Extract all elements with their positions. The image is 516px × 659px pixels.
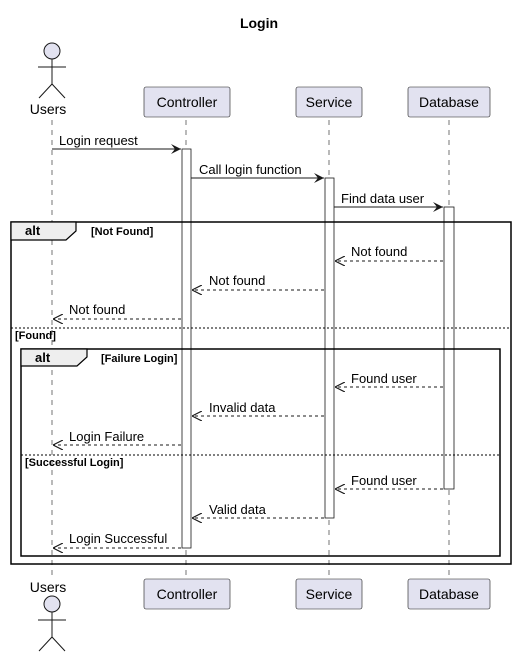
message-label: Invalid data [209,400,276,415]
message-label: Login request [59,133,138,148]
participants-bottom: Users Controller Service Database [30,578,491,652]
participant-box-database [407,578,491,610]
alt-guard-not-found: [Not Found] [91,226,154,238]
participant-label-users: Users [30,579,67,595]
actor-head-icon [43,42,61,60]
participant-box-service [295,578,363,610]
message-label: Valid data [209,502,267,517]
diagram-title: Login [240,15,278,31]
activation-service [324,177,335,519]
actor-head-icon [43,595,61,613]
alt-fragment-inner: alt [Failure Login] [Successful Login] [20,348,501,557]
alt-keyword-inner: alt [35,350,51,365]
message-label: Found user [351,473,417,488]
activation-database [443,206,455,490]
participant-box-controller [143,578,231,610]
participant-label-database: Database [419,94,479,110]
participant-box-service [295,86,363,118]
message-label: Login Successful [69,531,167,546]
message-label: Not found [351,244,407,259]
message-label: Login Failure [69,429,144,444]
participant-box-controller [143,86,231,118]
alt-guard-successful-login: [Successful Login] [25,457,124,469]
actor-users-bottom [38,595,66,652]
message-label: Not found [209,273,265,288]
alt-fragment-outer: alt [Not Found] [Found] [10,221,512,565]
alt-keyword-outer: alt [25,223,41,238]
participant-label-controller: Controller [157,94,218,110]
participant-box-database [407,86,491,118]
participants-top: Users Controller Service Database [30,42,491,118]
message-label: Call login function [199,162,302,177]
message-label: Not found [69,302,125,317]
alt-guard-failure-login: [Failure Login] [101,353,178,365]
participant-label-service: Service [306,94,353,110]
participant-label-database: Database [419,586,479,602]
message-label: Found user [351,371,417,386]
participant-label-controller: Controller [157,586,218,602]
message-label: Find data user [341,191,425,206]
messages: Login request Call login function Find d… [52,133,443,548]
participant-label-users: Users [30,101,67,117]
alt-guard-found: [Found] [15,330,56,342]
participant-label-service: Service [306,586,353,602]
actor-users-top [38,42,66,99]
